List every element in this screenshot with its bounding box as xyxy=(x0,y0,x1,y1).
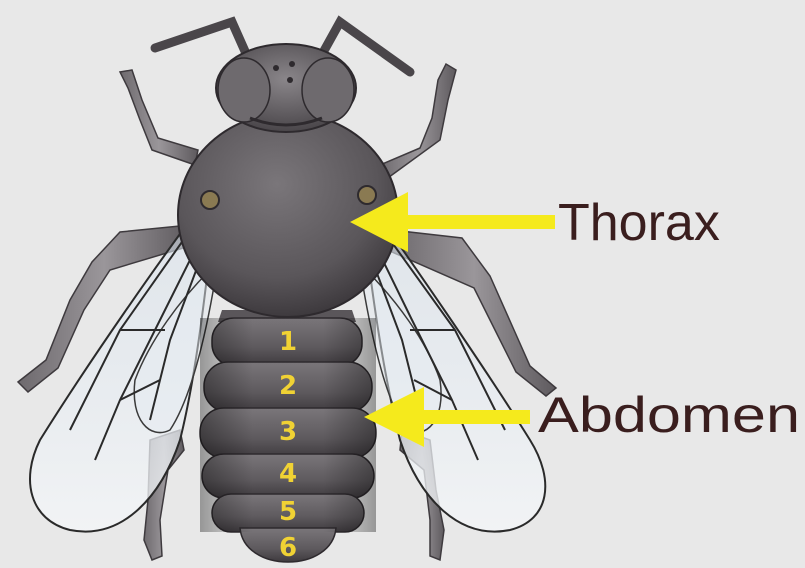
segment-number-4: 4 xyxy=(279,459,297,489)
right-wing-base xyxy=(358,186,376,204)
left-wing-base xyxy=(201,191,219,209)
head xyxy=(216,44,356,132)
segment-number-1: 1 xyxy=(279,327,297,357)
abdomen-label: Abdomen xyxy=(538,387,800,443)
segment-number-2: 2 xyxy=(279,371,297,401)
segment-number-6: 6 xyxy=(279,533,297,563)
segment-number-3: 3 xyxy=(279,417,297,447)
segment-number-5: 5 xyxy=(279,497,297,527)
left-compound-eye xyxy=(218,58,270,122)
right-compound-eye xyxy=(302,58,354,122)
thorax-label: Thorax xyxy=(558,194,720,252)
